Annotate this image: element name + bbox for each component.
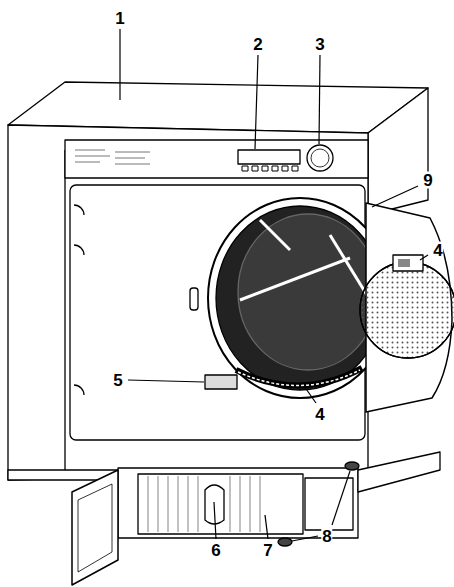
door-vent-rim: [360, 262, 454, 358]
panel-markings: [75, 150, 150, 164]
top-cover: [8, 82, 428, 133]
door-vent: [360, 262, 454, 358]
door-filter-grip: [398, 259, 410, 267]
cabinet-edge: [64, 150, 65, 470]
door-hinge: [74, 205, 84, 395]
program-display: [238, 150, 300, 164]
callout-number: 2: [252, 36, 263, 53]
callout-number: 5: [112, 372, 123, 389]
callout-number: 4: [432, 242, 443, 259]
program-knob: [307, 145, 333, 171]
water-container-bay: [305, 478, 353, 530]
callout-number: 9: [422, 172, 433, 189]
callout-number: 7: [262, 542, 273, 559]
door-filter: [393, 255, 423, 271]
callout-number: 4: [314, 406, 325, 423]
plinth-door: [72, 470, 118, 585]
drum-ribs: [240, 220, 370, 300]
plinth-door-inner: [78, 484, 112, 572]
foot: [345, 462, 359, 470]
callout-number: 8: [321, 528, 332, 545]
condenser: [138, 474, 303, 534]
callout-number: 3: [314, 36, 325, 53]
rating-plate: [205, 375, 237, 389]
condenser-fins: [148, 476, 260, 532]
side-panel: [368, 88, 428, 215]
callout-number: 1: [114, 10, 125, 27]
drum-back: [238, 214, 378, 370]
drum: [216, 206, 384, 390]
base-tray: [358, 452, 440, 492]
fluff-filter: [236, 368, 362, 386]
foot: [278, 538, 292, 546]
door-catch: [190, 288, 198, 310]
callout-number: 6: [210, 542, 221, 559]
leader-lines: [120, 29, 428, 541]
program-knob-inner: [311, 149, 329, 167]
panel-buttons: [242, 166, 298, 171]
control-panel: [65, 140, 368, 178]
fluff-filter-grid: [238, 370, 360, 386]
